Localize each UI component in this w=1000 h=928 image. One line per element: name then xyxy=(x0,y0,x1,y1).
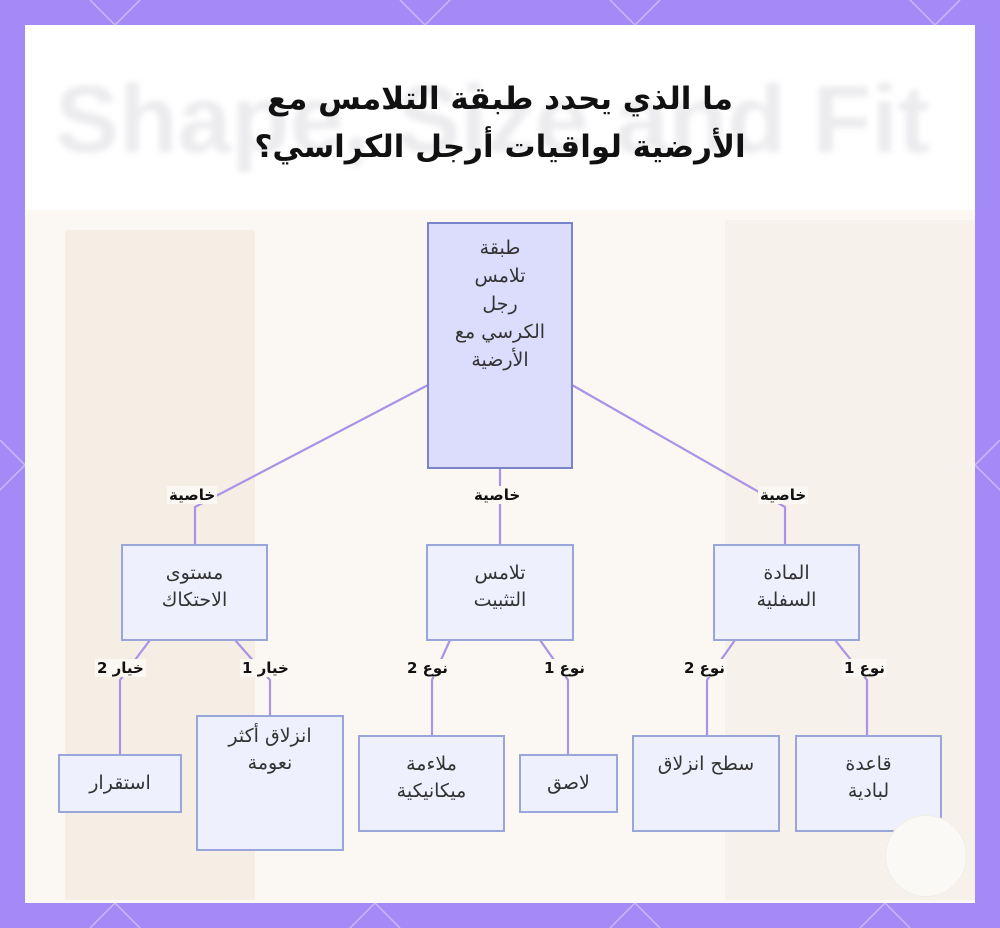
edge-fixing-adhesive xyxy=(539,639,570,755)
title-line: ما الذي يحدد طبقة التلامس مع xyxy=(267,81,733,117)
watermark-logo xyxy=(885,815,967,897)
edge-label-type: نوع 1 xyxy=(842,659,887,677)
node-text: سطح انزلاق xyxy=(657,753,755,775)
background-text: Shape, Size and Fit xyxy=(55,66,930,173)
node-text: التثبيت xyxy=(473,589,527,611)
edge-label-property: خاصية xyxy=(472,486,523,504)
edge-layer xyxy=(118,384,869,755)
node-text: الأرضية xyxy=(471,349,529,371)
node-text: مستوى xyxy=(165,562,224,584)
diagram-panel: Shape, Size and Fit ما الذي يحدد طبقة ال… xyxy=(25,25,975,903)
edge-label-type: نوع 2 xyxy=(405,659,450,677)
edge-label-option: خيار 2 xyxy=(95,659,146,677)
edge-label-type: نوع 1 xyxy=(542,659,587,677)
node-text: ميكانيكية xyxy=(396,780,467,802)
edge-label-property: خاصية xyxy=(758,486,809,504)
node-text: تلامس xyxy=(474,562,526,584)
node-smoother-slide: انزلاق أكثر نعومة xyxy=(196,715,344,851)
diagram-title: ما الذي يحدد طبقة التلامس مع الأرضية لوا… xyxy=(25,75,975,171)
node-text: قاعدة xyxy=(845,753,892,775)
edge-root-friction xyxy=(193,384,429,545)
node-text: لاصق xyxy=(547,772,590,794)
edge-root-material xyxy=(571,384,787,545)
edge-label-type: نوع 2 xyxy=(682,659,727,677)
node-friction-level: مستوى الاحتكاك xyxy=(121,544,268,641)
node-slip-surface: سطح انزلاق xyxy=(632,735,780,832)
node-mechanical-fit: ملاءمة ميكانيكية xyxy=(358,735,505,832)
node-adhesive: لاصق xyxy=(519,754,618,813)
title-line: الأرضية لواقيات أرجل الكراسي؟ xyxy=(254,129,746,165)
node-stability: استقرار xyxy=(58,754,182,813)
edge-material-felt xyxy=(834,639,869,735)
node-text: الكرسي مع xyxy=(454,321,546,343)
edge-label-option: خيار 1 xyxy=(240,659,291,677)
edge-label-property: خاصية xyxy=(167,486,218,504)
node-text: نعومة xyxy=(247,752,293,774)
node-felt-base: قاعدة لبادية xyxy=(795,735,942,832)
node-text: رجل xyxy=(482,293,518,315)
node-text: المادة xyxy=(763,562,810,584)
node-text: استقرار xyxy=(89,772,151,794)
node-fixing-contact: تلامس التثبيت xyxy=(426,544,574,641)
edge-friction-stability xyxy=(118,639,151,755)
edge-fixing-mechanical xyxy=(430,639,452,735)
edge-material-slip xyxy=(705,639,736,735)
node-text: لبادية xyxy=(847,780,890,802)
edge-friction-smooth xyxy=(234,639,272,715)
node-surface-material: المادة السفلية xyxy=(713,544,860,641)
node-text: الاحتكاك xyxy=(161,589,228,611)
node-root-contact-layer: طبقة تلامس رجل الكرسي مع الأرضية xyxy=(427,222,573,469)
node-text: السفلية xyxy=(756,589,817,611)
node-text: ملاءمة xyxy=(406,753,457,775)
node-text: طبقة xyxy=(479,237,521,259)
node-text: انزلاق أكثر xyxy=(228,725,312,747)
node-text: تلامس xyxy=(474,265,526,287)
